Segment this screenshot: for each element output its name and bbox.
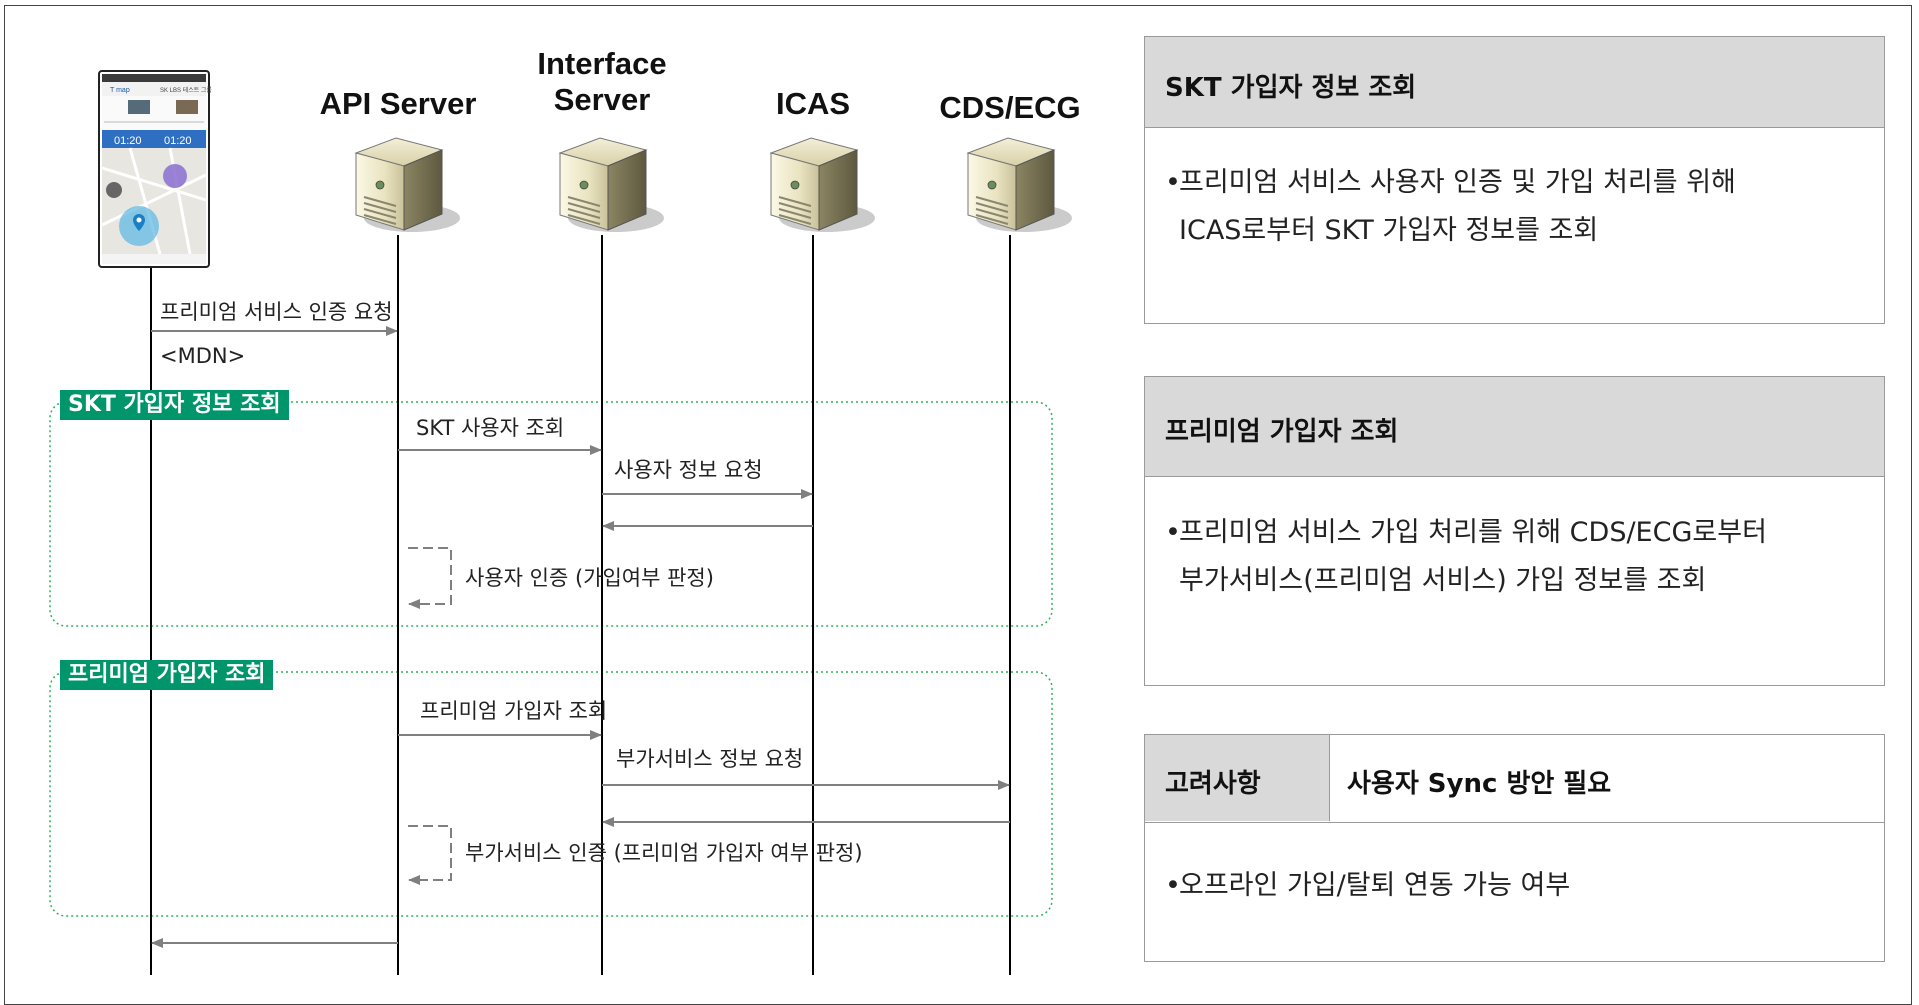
info-panel-consideration-body: •오프라인 가입/탈퇴 연동 가능 여부 (1165, 862, 1870, 910)
info-panel-skt-body: •프리미엄 서비스 사용자 인증 및 가입 처리를 위해 ICAS로부터 SKT… (1165, 159, 1870, 255)
server-icon (769, 137, 875, 232)
info-panel-premium: 프리미엄 가입자 조회 •프리미엄 서비스 가입 처리를 위해 CDS/ECG로… (1144, 376, 1885, 686)
group-badge-skt: SKT 가입자 정보 조회 (60, 390, 289, 420)
info-panel-consideration-label-cell (1145, 735, 1330, 821)
message-label-m4: 사용자 인증 (가입여부 판정) (465, 566, 714, 590)
bullet: • (1165, 517, 1181, 548)
actor-label-api-server: API Server (319, 86, 477, 121)
actor-label-icas: ICAS (775, 86, 851, 121)
phone-app-name: T map (110, 87, 130, 94)
info-panel-skt-header: SKT 가입자 정보 조회 (1145, 37, 1884, 128)
server-icon (966, 137, 1072, 232)
actor-label-interface-line1: Interface (537, 46, 667, 81)
info-panel-skt-line2: ICAS로부터 SKT 가입자 정보를 조회 (1179, 215, 1599, 246)
phone-time-2: 01:20 (164, 135, 192, 147)
group-badge-premium: 프리미엄 가입자 조회 (60, 660, 274, 690)
arrow-m7-self (408, 825, 452, 885)
info-panel-premium-body: •프리미엄 서비스 가입 처리를 위해 CDS/ECG로부터 부가서비스(프리미… (1165, 509, 1870, 605)
phone-group-label: SK LBS 테스트 그룹 (160, 86, 212, 94)
diagram-canvas: T map SK LBS 테스트 그룹 01:20 01:20 (4, 5, 1912, 1005)
actor-label-interface-line2: Server (553, 82, 651, 117)
info-panel-consideration-title: 사용자 Sync 방안 필요 (1347, 769, 1612, 799)
info-panel-premium-line2: 부가서비스(프리미엄 서비스) 가입 정보를 조회 (1179, 565, 1707, 596)
message-label-m1-param: <MDN> (160, 344, 246, 368)
info-panel-skt-line1: •프리미엄 서비스 사용자 인증 및 가입 처리를 위해 (1165, 159, 1870, 207)
arrow-m4-self (408, 547, 452, 609)
info-panel-premium-line1: •프리미엄 서비스 가입 처리를 위해 CDS/ECG로부터 (1165, 509, 1870, 557)
message-label-m6: 부가서비스 정보 요청 (616, 747, 804, 771)
info-panel-premium-title: 프리미엄 가입자 조회 (1165, 417, 1399, 447)
group-box-skt (49, 401, 1053, 627)
info-panel-consideration-header: 고려사항 사용자 Sync 방안 필요 (1145, 735, 1884, 823)
group-box-premium (49, 671, 1053, 917)
message-label-m3: 사용자 정보 요청 (614, 458, 763, 482)
info-panel-skt-title: SKT 가입자 정보 조회 (1165, 73, 1417, 103)
info-panel-consideration-label: 고려사항 (1165, 769, 1261, 799)
server-icon (354, 137, 460, 232)
smartphone-icon: T map SK LBS 테스트 그룹 01:20 01:20 (98, 70, 212, 268)
info-panel-consideration: 고려사항 사용자 Sync 방안 필요 •오프라인 가입/탈퇴 연동 가능 여부 (1144, 734, 1885, 962)
server-icon (558, 137, 664, 232)
info-panel-premium-header: 프리미엄 가입자 조회 (1145, 377, 1884, 477)
message-label-m5: 프리미엄 가입자 조회 (420, 699, 608, 723)
actor-label-cds-ecg: CDS/ECG (939, 90, 1081, 125)
message-label-m7: 부가서비스 인증 (프리미엄 가입자 여부 판정) (465, 841, 863, 865)
bullet: • (1165, 167, 1181, 198)
sequence-diagram-graphics: T map SK LBS 테스트 그룹 01:20 01:20 (49, 70, 1072, 975)
actor-label-interface-server: Interface Server (502, 46, 702, 118)
message-label-m1: 프리미엄 서비스 인증 요청 (160, 300, 393, 324)
message-label-m2: SKT 사용자 조회 (416, 416, 565, 440)
bullet: • (1165, 870, 1181, 901)
info-panel-consideration-line1: •오프라인 가입/탈퇴 연동 가능 여부 (1165, 862, 1870, 910)
phone-time-1: 01:20 (114, 135, 142, 147)
info-panel-skt: SKT 가입자 정보 조회 •프리미엄 서비스 사용자 인증 및 가입 처리를 … (1144, 36, 1885, 324)
